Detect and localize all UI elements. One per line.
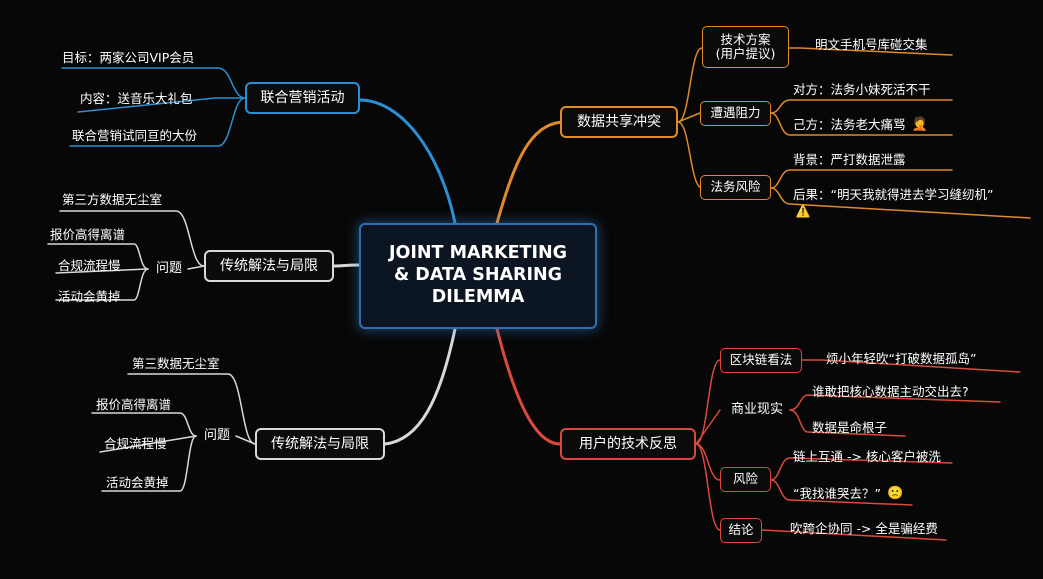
sub-tech-proposal-line-2: (用户提议) [715,46,776,61]
issue-node-1[interactable]: 问题 [155,261,182,277]
leaf-background[interactable]: 背景：严打数据泄露 [793,152,906,168]
sub-resistance[interactable]: 遭遇阻力 [700,101,771,126]
topic-traditional-solutions-1[interactable]: 传统解法与局限 [204,250,334,282]
leaf-campaign-fail-1[interactable]: 活动会黄掉 [58,289,121,305]
issue-node-2[interactable]: 问题 [203,428,230,444]
sub-legal-risk[interactable]: 法务风险 [700,175,771,200]
sad-face-icon: 🙁 [886,486,904,502]
leaf-clean-room-2[interactable]: 第三数据无尘室 [132,356,220,372]
topic-user-tech-reflection[interactable]: 用户的技术反思 [560,428,696,460]
leaf-trial[interactable]: 联合营销试同亘的大份 [72,128,198,144]
leaf-compliance-slow-1[interactable]: 合规流程慢 [58,258,121,274]
leaf-who-to-cry[interactable]: “我找谁哭去？” 🙁 [793,486,918,503]
sub-tech-proposal-line-1: 技术方案 [720,31,771,47]
leaf-data-silo[interactable]: 烦小年轻吹“打破数据孤岛” [826,351,977,367]
branch-left-mid [332,263,361,268]
branch-left-bottom [383,327,457,446]
leaf-campaign-fail-2[interactable]: 活动会黄掉 [106,475,169,491]
leaf-own-side-legal[interactable]: 己方：法务老大痛骂 🤦 [793,117,953,134]
leaf-who-to-cry-text: “我找谁哭去？” [793,486,881,502]
leaf-content[interactable]: 内容：送音乐大礼包 [80,91,193,107]
central-topic-line-2: & DATA SHARING [393,265,563,286]
topic-traditional-solutions-2[interactable]: 传统解法与局限 [255,428,385,460]
leaf-plaintext-phone-intersection[interactable]: 明文手机号库碰交集 [815,37,928,53]
leaf-lifeblood[interactable]: 数据是命根子 [812,420,888,436]
central-topic-line-1: JOINT MARKETING [389,243,567,264]
sub-tech-proposal[interactable]: 技术方案 (用户提议) [702,26,789,68]
central-topic[interactable]: JOINT MARKETING & DATA SHARING DILEMMA [359,223,597,329]
leaf-compliance-slow-2[interactable]: 合规流程慢 [104,436,167,452]
central-topic-line-3: DILEMMA [431,286,525,307]
leaf-price-high-1[interactable]: 报价高得离谱 [50,227,126,243]
leaf-other-side-legal[interactable]: 对方：法务小妹死活不干 [793,82,931,98]
leaf-core-data[interactable]: 谁敢把核心数据主动交出去? [812,384,969,400]
leaf-goal[interactable]: 目标：两家公司VIP会员 [62,50,195,66]
leaf-own-side-legal-text: 己方：法务老大痛骂 [793,117,906,133]
leaf-consequence[interactable]: 后果：“明天我就得进去学习缝纫机” [793,187,994,203]
branch-left-top [358,98,457,225]
sub-conclusion[interactable]: 结论 [720,518,762,543]
sub-blockchain-view[interactable]: 区块链看法 [720,348,802,373]
topic-data-sharing-conflict[interactable]: 数据共享冲突 [560,106,678,138]
topic-joint-marketing[interactable]: 联合营销活动 [245,82,360,114]
leaf-funding-scam[interactable]: 吹跨企协同 -> 全是骗经费 [790,521,938,537]
leaf-customer-poached[interactable]: 链上互通 -> 核心客户被洗 [793,449,941,465]
facepalm-icon: 🤦 [911,117,928,133]
leaf-price-high-2[interactable]: 报价高得离谱 [96,397,172,413]
leaf-clean-room-1[interactable]: 第三方数据无尘室 [62,192,163,208]
sub-risk[interactable]: 风险 [720,467,771,492]
sub-business-reality[interactable]: 商业现实 [730,402,783,418]
warning-icon: ⚠️ [795,204,811,219]
branch-right-top [495,120,564,225]
branch-right-bottom [495,327,562,446]
